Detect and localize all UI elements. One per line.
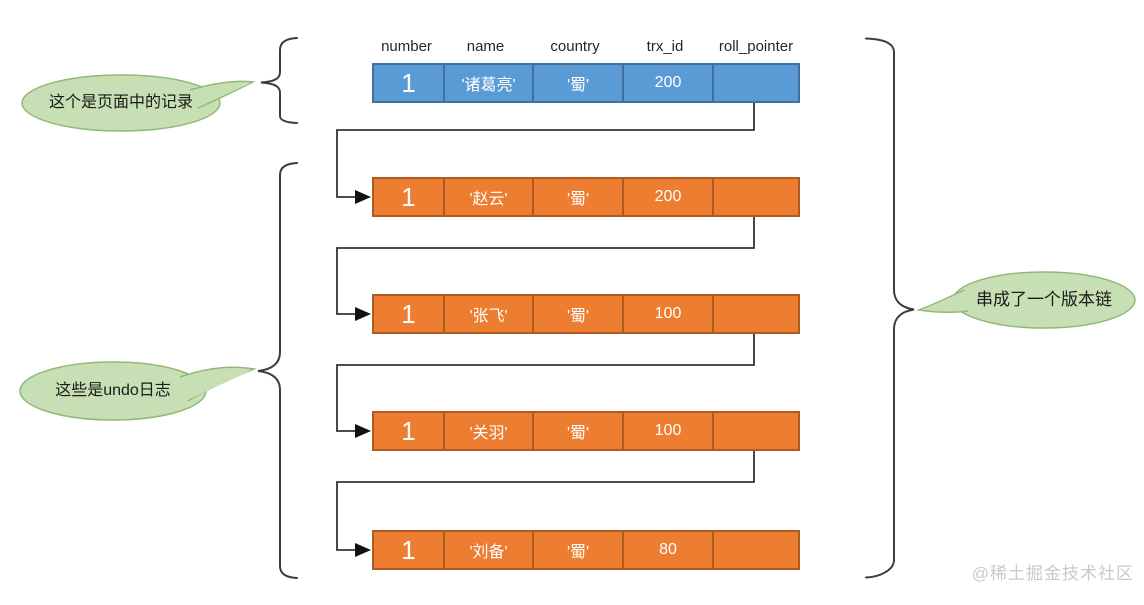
column-header-roll-pointer: roll_pointer [718,38,794,55]
cell-number: 1 [401,534,416,565]
cell-number: 1 [401,67,416,98]
column-header-country: country [550,38,600,55]
cell-trx-id: 100 [622,413,712,449]
cell-country: '蜀' [532,532,622,568]
cell-trx-id: 200 [622,65,712,101]
cell-country: '蜀' [532,179,622,215]
cell-name: '诸葛亮' [443,65,532,101]
cell-roll-pointer [712,65,798,101]
column-header-trx-id: trx_id [646,38,684,55]
undo-log-row-1: 1 '赵云' '蜀' 200 [372,177,800,217]
cell-trx-id: 80 [622,532,712,568]
undo-logs-bubble-label: 这些是undo日志 [55,382,171,399]
cell-roll-pointer [712,532,798,568]
undo-log-row-2: 1 '张飞' '蜀' 100 [372,294,800,334]
cell-country: '蜀' [532,65,622,101]
page-record-row: 1 '诸葛亮' '蜀' 200 [372,63,800,103]
undo-log-row-3: 1 '关羽' '蜀' 100 [372,411,800,451]
cell-name: '刘备' [443,532,532,568]
page-record-bubble-label: 这个是页面中的记录 [48,94,193,111]
column-header-name: name [466,38,505,55]
page-record-brace [260,37,298,124]
cell-roll-pointer [712,413,798,449]
cell-name: '赵云' [443,179,532,215]
arrowhead-2 [355,307,371,321]
version-chain-brace [865,37,915,579]
version-chain-bubble-label: 串成了一个版本链 [976,290,1112,309]
watermark: @稀土掘金技术社区 [971,564,1134,583]
column-header-number: number [381,38,432,55]
cell-country: '蜀' [532,413,622,449]
arrowhead-3 [355,424,371,438]
undo-logs-brace [257,162,298,579]
undo-log-row-4: 1 '刘备' '蜀' 80 [372,530,800,570]
arrowhead-1 [355,190,371,204]
cell-number: 1 [401,298,416,329]
cell-number: 1 [401,415,416,446]
cell-roll-pointer [712,296,798,332]
cell-country: '蜀' [532,296,622,332]
cell-trx-id: 200 [622,179,712,215]
cell-number: 1 [401,181,416,212]
arrowhead-4 [355,543,371,557]
cell-roll-pointer [712,179,798,215]
cell-trx-id: 100 [622,296,712,332]
cell-name: '关羽' [443,413,532,449]
cell-name: '张飞' [443,296,532,332]
